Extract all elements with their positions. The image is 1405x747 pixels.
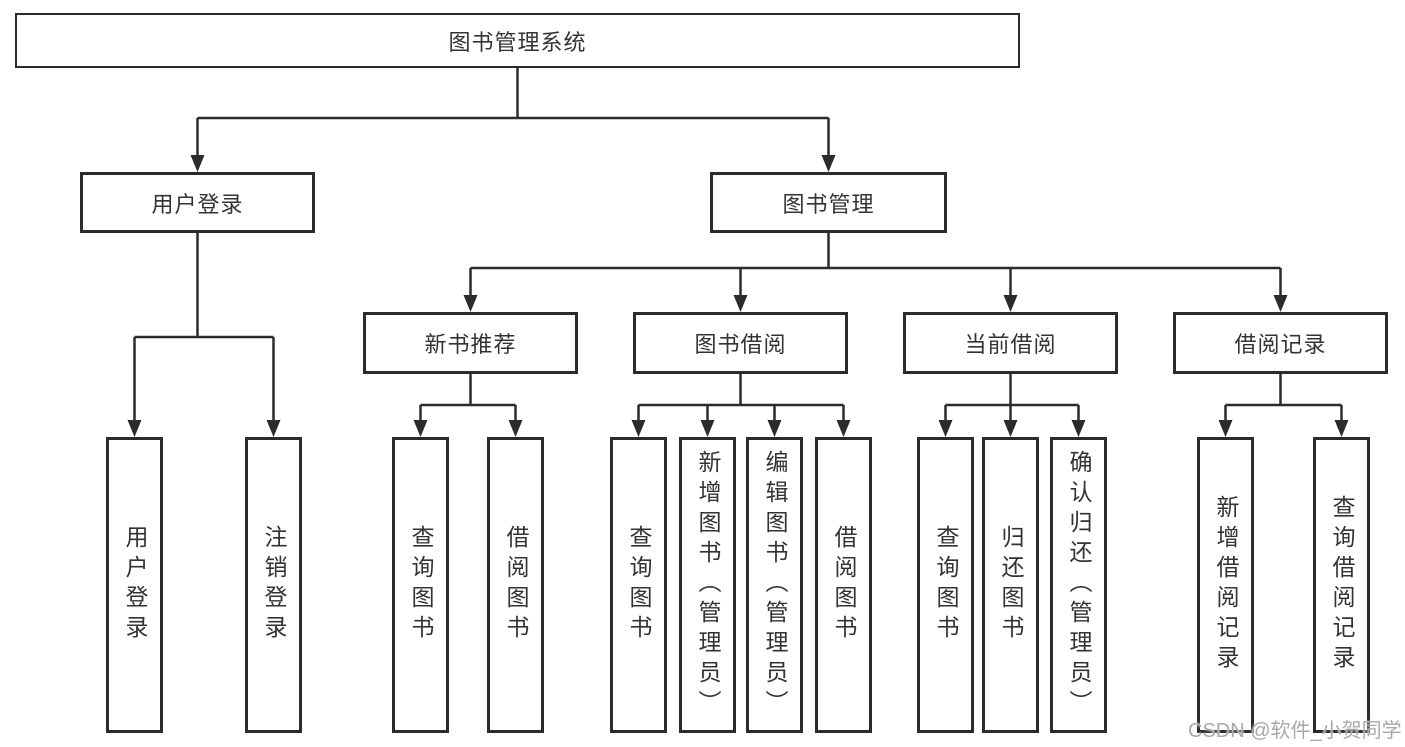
node-label: 查询图书: [408, 525, 434, 645]
node-label: 新增图书（管理员）: [695, 450, 721, 720]
node-label: 编辑图书（管理员）: [762, 450, 788, 720]
node-label: 图书借阅: [694, 332, 787, 357]
node-book-management: 图书管理: [710, 172, 947, 233]
leaf-borrow-book: 借阅图书: [815, 437, 872, 733]
arrowheads: [127, 155, 1349, 437]
leaf-query-book: 查询图书: [392, 437, 449, 733]
node-label: 归还图书: [998, 525, 1024, 645]
leaf-query-borrow-record: 查询借阅记录: [1313, 437, 1370, 733]
leaf-logout: 注销登录: [245, 437, 302, 733]
leaf-borrow-book: 借阅图书: [487, 437, 544, 733]
node-current-borrow: 当前借阅: [903, 312, 1118, 374]
node-label: 用户登录: [122, 525, 148, 645]
leaf-add-book-admin: 新增图书（管理员）: [679, 437, 736, 733]
node-new-book-recommend: 新书推荐: [363, 312, 578, 374]
node-label: 查询借阅记录: [1329, 495, 1355, 675]
node-label: 图书管理: [782, 191, 875, 217]
node-label: 借阅图书: [831, 525, 857, 645]
node-user-login-group: 用户登录: [80, 172, 315, 233]
node-label: 新书推荐: [424, 332, 517, 357]
leaf-query-book: 查询图书: [917, 437, 974, 733]
node-library-management-system: 图书管理系统: [15, 13, 1020, 68]
node-label: 借阅图书: [503, 525, 529, 645]
csdn-watermark: CSDN @软件_小贺同学: [1188, 720, 1402, 742]
leaf-user-login: 用户登录: [106, 437, 163, 733]
node-label: 查询图书: [933, 525, 959, 645]
node-label: 借阅记录: [1234, 332, 1327, 357]
node-label: 注销登录: [261, 525, 287, 645]
node-label: 新增借阅记录: [1213, 495, 1239, 675]
leaf-return-book: 归还图书: [982, 437, 1039, 733]
leaf-add-borrow-record: 新增借阅记录: [1197, 437, 1254, 733]
node-book-borrow: 图书借阅: [633, 312, 848, 374]
node-label: 查询图书: [626, 525, 652, 645]
node-label: 当前借阅: [964, 332, 1057, 357]
leaf-query-book: 查询图书: [610, 437, 667, 733]
node-borrow-record: 借阅记录: [1173, 312, 1388, 374]
node-label: 确认归还（管理员）: [1066, 450, 1092, 720]
node-label: 用户登录: [151, 191, 244, 217]
leaf-confirm-return-admin: 确认归还（管理员）: [1050, 437, 1107, 733]
node-label: 图书管理系统: [448, 29, 587, 55]
leaf-edit-book-admin: 编辑图书（管理员）: [746, 437, 803, 733]
